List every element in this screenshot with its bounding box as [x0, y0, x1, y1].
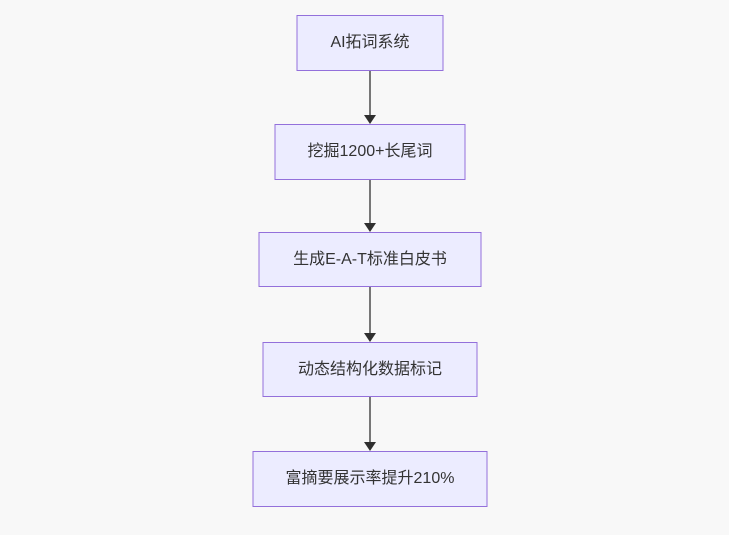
arrowhead-down-icon [364, 115, 376, 124]
flow-node-longtail-keywords: 挖掘1200+长尾词 [274, 124, 466, 180]
flow-edge-2 [364, 180, 376, 232]
flow-node-label: AI拓词系统 [330, 34, 410, 51]
flow-node-label: 生成E-A-T标准白皮书 [293, 250, 447, 268]
arrow-line [369, 287, 371, 333]
arrow-line [369, 397, 371, 442]
flow-node-rich-snippet-result: 富摘要展示率提升210% [252, 451, 488, 507]
flow-node-label: 动态结构化数据标记 [297, 360, 442, 378]
flow-node-structured-data-markup: 动态结构化数据标记 [262, 342, 478, 397]
flow-node-label: 富摘要展示率提升210% [285, 470, 455, 487]
flow-node-ai-word-expansion: AI拓词系统 [296, 15, 444, 71]
arrow-line [369, 71, 371, 115]
arrow-line [369, 180, 371, 223]
flow-edge-1 [364, 71, 376, 124]
arrowhead-down-icon [364, 223, 376, 232]
flow-node-label: 挖掘1200+长尾词 [307, 143, 433, 160]
flow-edge-4 [364, 397, 376, 451]
arrowhead-down-icon [364, 333, 376, 342]
arrowhead-down-icon [364, 442, 376, 451]
flow-node-eat-whitepaper: 生成E-A-T标准白皮书 [258, 232, 482, 287]
flow-edge-3 [364, 287, 376, 342]
